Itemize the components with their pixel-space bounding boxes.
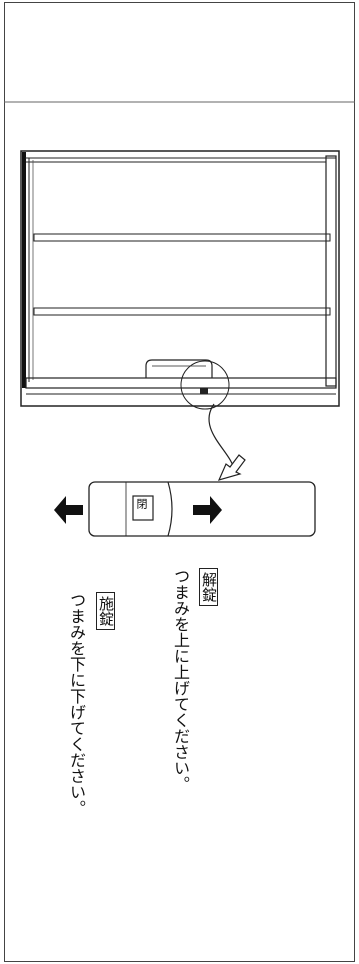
page-frame bbox=[4, 2, 355, 962]
unlock-direction-arrow-icon bbox=[193, 496, 222, 524]
lock-direction-arrow-icon bbox=[54, 496, 83, 524]
handle-icon bbox=[145, 359, 213, 378]
cabinet-shelf-2 bbox=[33, 307, 331, 316]
unlock-instruction: つまみを上に上げてください。 bbox=[171, 568, 190, 792]
knob-label: 閉 bbox=[135, 498, 148, 509]
zoom-circle-icon bbox=[180, 360, 230, 410]
callout-arrow-icon bbox=[208, 403, 246, 481]
lock-badge: 施錠 bbox=[96, 592, 115, 630]
cabinet-shelf-1 bbox=[33, 233, 331, 242]
cabinet-illustration bbox=[20, 150, 340, 410]
knob-slot-line bbox=[167, 481, 173, 537]
cabinet-outer-frame bbox=[20, 150, 340, 407]
unlock-badge: 解錠 bbox=[199, 568, 218, 606]
cabinet-inner-frame bbox=[24, 161, 327, 379]
lock-knob-small bbox=[200, 388, 208, 394]
cabinet-right-post bbox=[325, 155, 337, 387]
lock-instruction: つまみを下に下げてください。 bbox=[67, 592, 86, 816]
cabinet-left-bar bbox=[22, 152, 26, 388]
knob-label-box bbox=[132, 495, 154, 521]
